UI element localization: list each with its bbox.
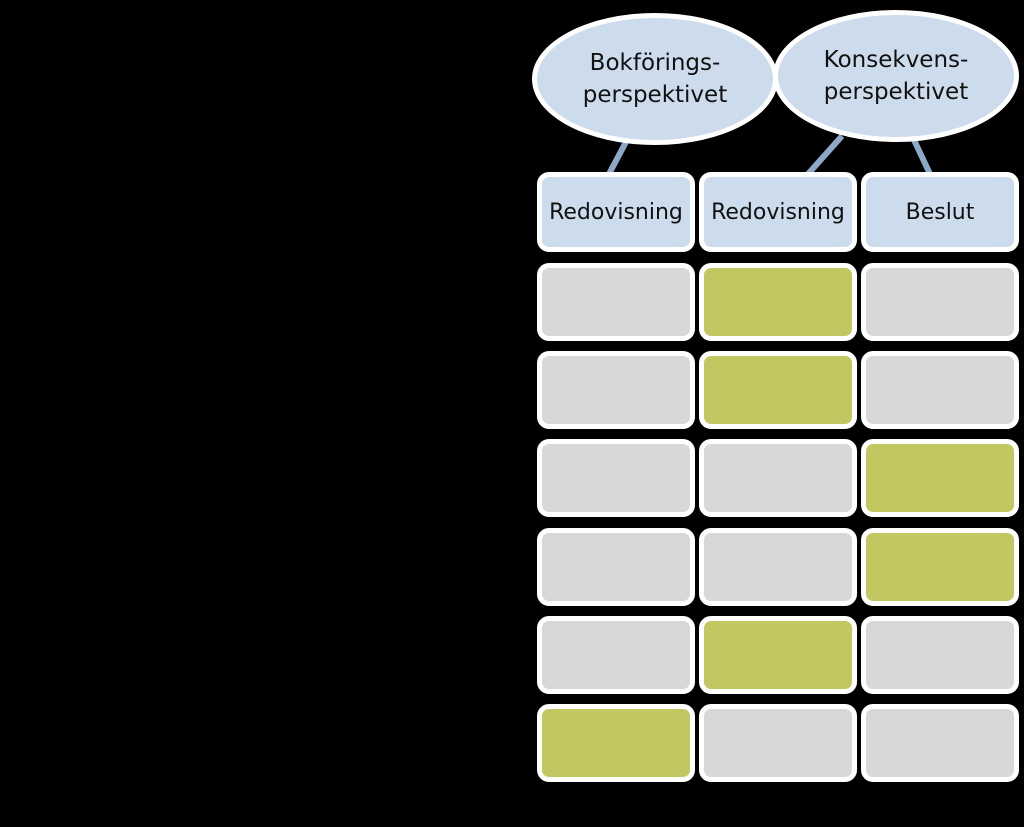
header-label: Beslut [905, 199, 975, 225]
connector-konsekvens-beslut [911, 138, 933, 176]
ellipse-konsekvensperspektivet-line2: perspektivet [823, 79, 969, 105]
matrix-cell-active [699, 263, 857, 341]
header-redovisning-2: Redovisning [699, 172, 857, 252]
matrix-cell-inactive [537, 528, 695, 606]
matrix-cell-inactive [861, 351, 1019, 429]
ellipse-bokforingsperspektivet: Bokförings- perspektivet [532, 13, 778, 145]
matrix-cell-active [861, 528, 1019, 606]
ellipse-konsekvensperspektivet-line1: Konsekvens- [823, 47, 969, 73]
matrix-cell-inactive [861, 704, 1019, 782]
matrix-cell-active [699, 616, 857, 694]
matrix-cell-inactive [537, 439, 695, 517]
matrix-cell-inactive [861, 616, 1019, 694]
matrix-cell-inactive [699, 439, 857, 517]
matrix-cell-inactive [537, 263, 695, 341]
matrix-cell-inactive [861, 263, 1019, 341]
matrix-cell-inactive [699, 704, 857, 782]
ellipse-bokforingsperspektivet-line2: perspektivet [582, 82, 728, 108]
ellipse-konsekvensperspektivet: Konsekvens- perspektivet [773, 10, 1019, 142]
matrix-cell-inactive [537, 351, 695, 429]
header-label: Redovisning [549, 199, 683, 225]
matrix-cell-active [699, 351, 857, 429]
connector-konsekvens-redovisning [805, 133, 845, 177]
matrix-cell-active [537, 704, 695, 782]
matrix-cell-active [861, 439, 1019, 517]
matrix-cell-inactive [537, 616, 695, 694]
header-beslut: Beslut [861, 172, 1019, 252]
connector-bokforing-redovisning [606, 138, 630, 176]
header-redovisning-1: Redovisning [537, 172, 695, 252]
header-label: Redovisning [711, 199, 845, 225]
matrix-cell-inactive [699, 528, 857, 606]
ellipse-bokforingsperspektivet-line1: Bokförings- [589, 50, 721, 76]
